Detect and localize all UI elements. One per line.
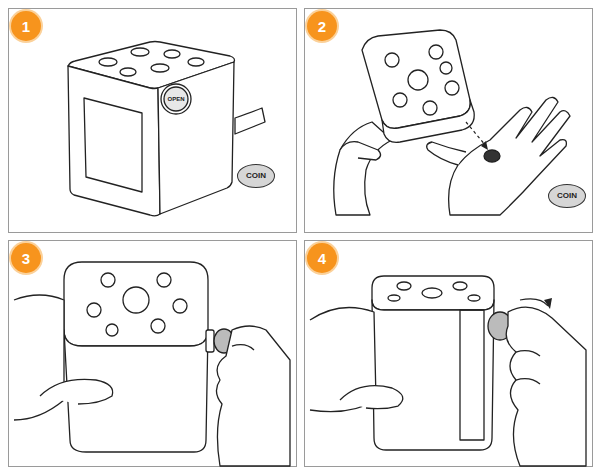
arrowhead xyxy=(481,141,488,150)
rotation-arrow xyxy=(520,299,548,306)
panel-frame xyxy=(305,241,593,467)
door-label: OPEN xyxy=(167,96,184,102)
step-number: 4 xyxy=(318,251,326,266)
motion-arrow xyxy=(466,122,486,146)
panel-frame xyxy=(9,9,297,233)
step-badge: 3 xyxy=(11,243,41,273)
step-badge: 4 xyxy=(307,243,337,273)
panel-frame xyxy=(305,9,593,233)
device-drawing xyxy=(334,30,570,215)
coin-label: COIN xyxy=(246,172,266,180)
step-number: 3 xyxy=(22,251,30,266)
coin-shape: COIN xyxy=(237,164,275,188)
panel-frame xyxy=(9,241,297,467)
arrowhead xyxy=(544,298,552,309)
step-badge: 2 xyxy=(307,11,337,41)
step-number: 2 xyxy=(318,19,326,34)
device-drawing xyxy=(68,42,265,216)
coin-label: COIN xyxy=(557,192,577,200)
step-number: 1 xyxy=(22,19,30,34)
device-drawing xyxy=(14,262,290,466)
device-drawing xyxy=(310,276,586,466)
step-badge: 1 xyxy=(11,11,41,41)
coin-shape: COIN xyxy=(548,184,586,208)
